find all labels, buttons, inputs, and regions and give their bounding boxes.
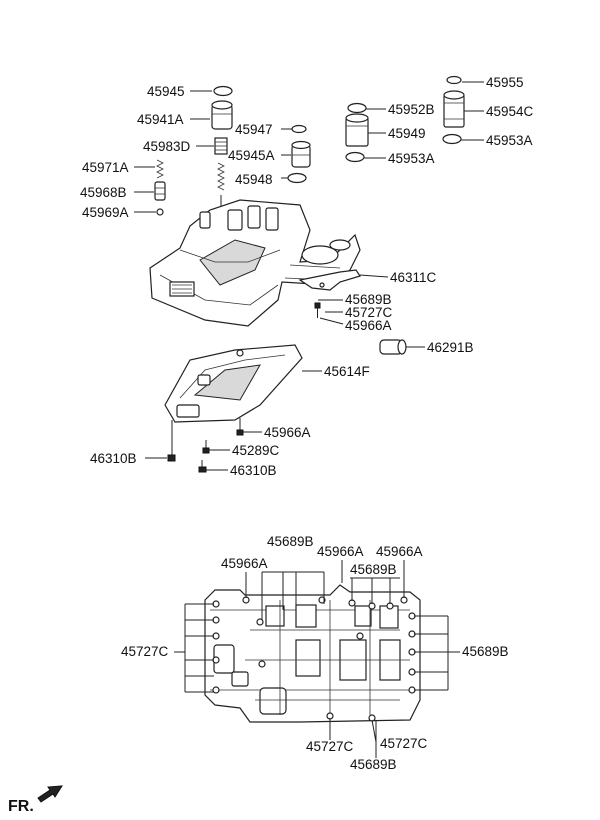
o-ring-45953A: [345, 151, 365, 163]
label-45689B-top: 45689B: [267, 534, 314, 549]
label-45983D: 45983D: [143, 139, 191, 154]
bolt-45966A-pan: [236, 418, 244, 436]
label-45953A-top: 45953A: [486, 133, 533, 148]
label-45689B-bottom: 45689B: [350, 757, 397, 772]
label-45289C: 45289C: [232, 443, 280, 458]
sensor-46291B: [379, 339, 407, 355]
label-45727C-bottom1: 45727C: [306, 739, 354, 754]
upper-valve-body: [149, 199, 361, 327]
fr-label: FR.: [8, 798, 34, 815]
label-45954C: 45954C: [486, 104, 534, 119]
bolt-45966A-upper: [314, 302, 321, 318]
o-ring-45953A-top: [442, 133, 462, 145]
plug-45945A: [291, 140, 311, 168]
label-45689B-right: 45689B: [462, 644, 509, 659]
spring-45971A: [156, 159, 164, 179]
o-ring-45948: [287, 172, 307, 184]
label-45689B-upper: 45689B: [345, 292, 392, 307]
bolt-45289C: [202, 440, 210, 454]
label-45966A-upper: 45966A: [345, 318, 392, 333]
label-45945A: 45945A: [228, 148, 275, 163]
label-45614F: 45614F: [324, 364, 370, 379]
label-45966A-b: 45966A: [317, 544, 364, 559]
oil-filter-45614F: [164, 344, 303, 423]
front-direction-indicator: FR.: [8, 785, 63, 815]
label-45971A: 45971A: [82, 160, 129, 175]
detent-plate-46311C: [298, 269, 361, 291]
valve-45968B: [154, 181, 166, 201]
spring-45983D: [214, 137, 228, 155]
solenoid-45949: [345, 113, 369, 147]
label-45953A: 45953A: [388, 151, 435, 166]
label-45948: 45948: [235, 172, 273, 187]
ball-45969A: [156, 208, 164, 216]
label-45968B: 45968B: [80, 185, 127, 200]
o-ring-45952B: [347, 102, 367, 114]
leader-lines-upper: [134, 81, 484, 471]
label-45941A: 45941A: [137, 112, 184, 127]
label-45966A-pan: 45966A: [264, 425, 311, 440]
o-ring-45947: [291, 124, 307, 134]
label-45945: 45945: [147, 84, 185, 99]
label-45727C-upper: 45727C: [345, 305, 393, 320]
label-46310B-bottom: 46310B: [230, 463, 277, 478]
label-45689B-mid: 45689B: [350, 562, 397, 577]
label-45969A: 45969A: [82, 205, 129, 220]
bolt-46310B-left: [167, 420, 176, 462]
o-ring-45955: [446, 75, 462, 85]
label-46311C: 46311C: [390, 270, 437, 285]
front-arrow-icon: [37, 785, 63, 803]
label-45947: 45947: [235, 122, 273, 137]
label-46291B: 46291B: [427, 340, 474, 355]
label-45952B: 45952B: [388, 102, 435, 117]
spring-long: [217, 162, 225, 191]
plug-45941A: [211, 100, 233, 130]
label-45949: 45949: [388, 126, 426, 141]
label-45955: 45955: [486, 75, 524, 90]
bolt-46310B-bottom: [198, 460, 207, 473]
label-45727C-bottom2: 45727C: [380, 736, 428, 751]
o-ring-45945: [213, 85, 233, 97]
label-45966A-a: 45966A: [221, 556, 268, 571]
label-45727C-left: 45727C: [121, 644, 169, 659]
leader-lines-lower: [174, 560, 460, 758]
label-45966A-c: 45966A: [376, 544, 423, 559]
label-46310B-left: 46310B: [90, 451, 137, 466]
solenoid-45954C: [443, 90, 465, 128]
